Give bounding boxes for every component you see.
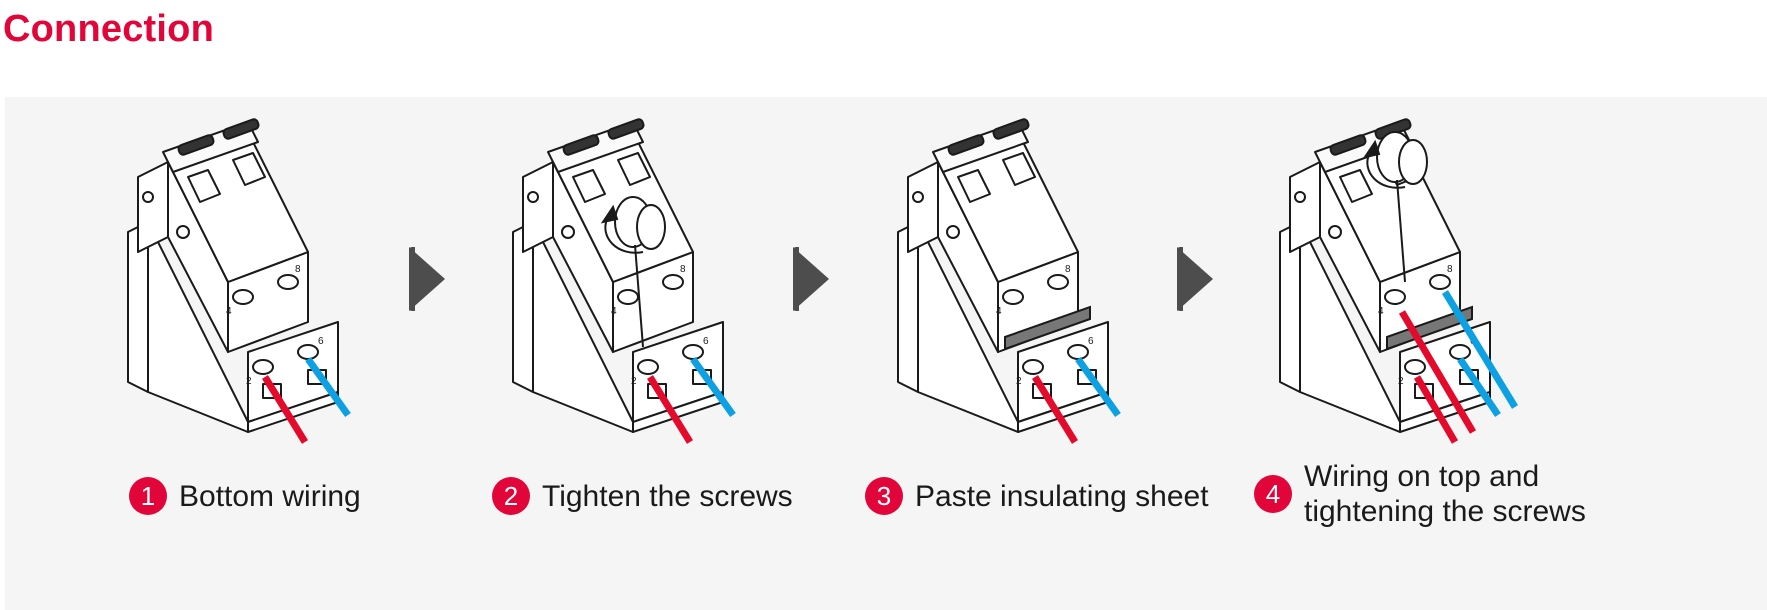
step-label: Bottom wiring — [179, 479, 361, 513]
step-3: 3 Paste insulating sheet — [865, 477, 1209, 515]
step-label: Wiring on top and tightening the screws — [1304, 460, 1586, 528]
step-4: 4 Wiring on top and tightening the screw… — [1254, 459, 1614, 529]
step-number-badge: 1 — [129, 477, 167, 515]
neutral-wire-step-4-top — [1442, 290, 1518, 409]
step-1: 1 Bottom wiring — [129, 477, 361, 515]
breaker-step-1-icon — [127, 117, 339, 433]
step-number-badge: 2 — [492, 477, 530, 515]
illustration-canvas: 4 8 2 6 — [127, 117, 1518, 444]
live-wire-step-2 — [647, 375, 693, 444]
insulating-sheet-step-4 — [1386, 305, 1473, 351]
step-label: Tighten the screws — [542, 479, 793, 513]
breaker-step-2-icon — [512, 117, 724, 433]
insulating-sheet-icon — [1004, 305, 1091, 351]
step-2: 2 Tighten the screws — [492, 477, 793, 515]
arrow-right-icon — [793, 247, 829, 311]
arrow-right-icon — [1177, 247, 1213, 311]
step-number-badge: 3 — [865, 477, 903, 515]
arrow-right-icon — [409, 247, 445, 311]
connection-panel: 4 8 2 6 — [5, 97, 1767, 610]
step-number-badge: 4 — [1254, 475, 1292, 513]
live-wire-step-4-bottom — [1413, 375, 1459, 444]
live-wire-step-3 — [1032, 375, 1078, 444]
neutral-wire-step-4-bottom — [1457, 357, 1501, 417]
step-label: Paste insulating sheet — [915, 479, 1209, 513]
live-wire-step-1 — [262, 375, 308, 444]
neutral-wire-step-2 — [690, 356, 736, 418]
neutral-wire-step-1 — [305, 356, 351, 418]
live-wire-step-4-top — [1398, 310, 1477, 434]
breaker-step-3-icon — [897, 117, 1109, 433]
page-title: Connection — [3, 8, 214, 50]
neutral-wire-step-3 — [1075, 356, 1121, 418]
